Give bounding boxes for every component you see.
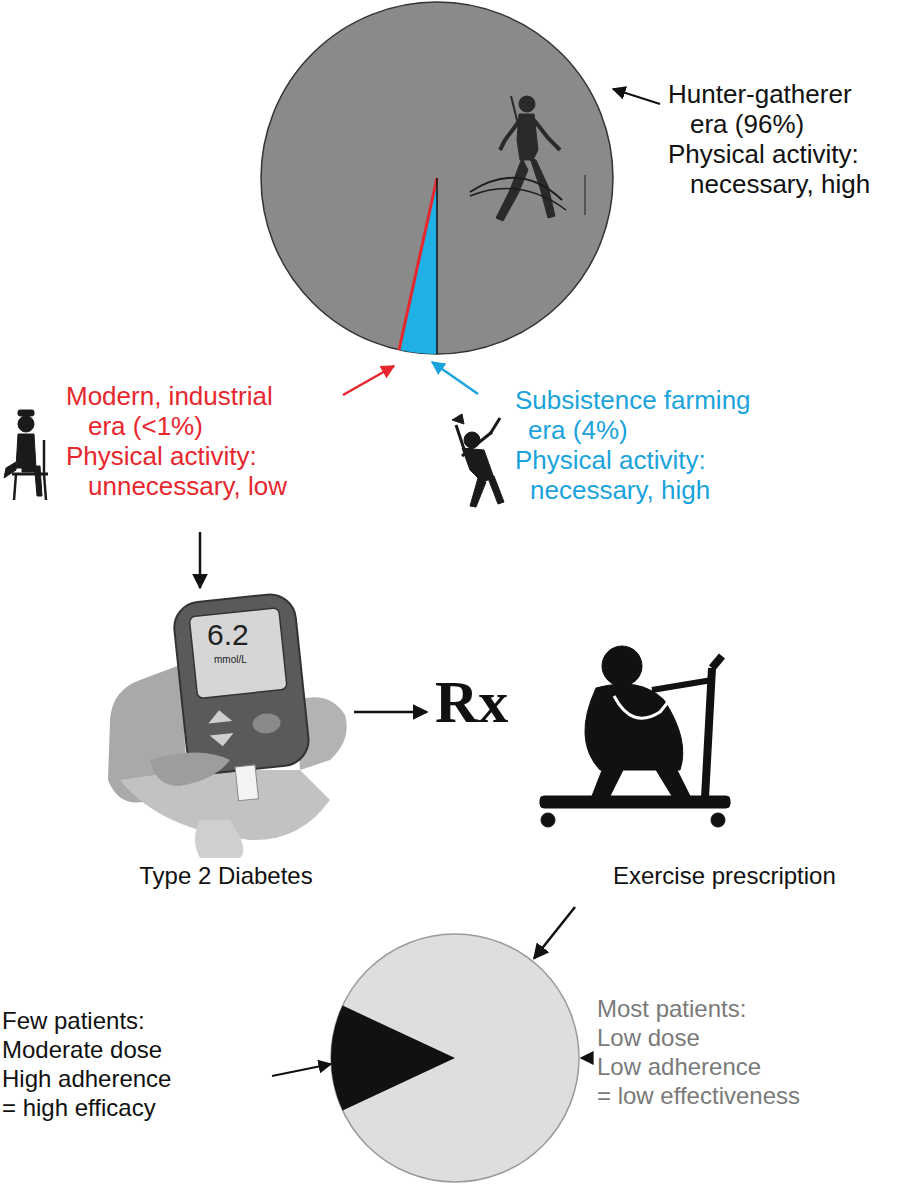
- node-text: Few patients:: [2, 1007, 145, 1035]
- node-text: = high efficacy: [2, 1094, 156, 1122]
- flow-arrow: [534, 907, 575, 959]
- node-text: Low dose: [597, 1024, 700, 1052]
- node-text: Physical activity:: [66, 442, 257, 472]
- era-pie: [261, 2, 613, 354]
- node-text: Type 2 Diabetes: [90, 862, 362, 890]
- hunter-silhouette: [470, 96, 585, 221]
- leader-arrow: [613, 89, 660, 104]
- flow-arrow: [354, 711, 427, 714]
- node-text: = low effectiveness: [597, 1082, 800, 1110]
- leader-arrow: [343, 366, 394, 395]
- node-text: High adherence: [2, 1065, 171, 1093]
- flow-arrow: [199, 532, 202, 588]
- node-text: necessary, high: [530, 476, 710, 506]
- diabetes-node: 6.2mmol/L Type 2 Diabetes: [90, 588, 362, 905]
- node-text: Modern, industrial: [66, 382, 273, 412]
- meter-reading: 6.2: [207, 618, 249, 653]
- leader-arrow: [581, 1057, 592, 1059]
- leader-arrow: [272, 1064, 331, 1076]
- treadmill-illustration: [540, 646, 730, 827]
- era-pie-group: Hunter-gathererera (96%)Physical activit…: [0, 0, 920, 530]
- node-text: Moderate dose: [2, 1036, 162, 1064]
- node-text: era (96%): [690, 110, 804, 140]
- node-text: Subsistence farming: [515, 386, 751, 416]
- node-text: necessary, high: [690, 170, 870, 200]
- node-text: Most patients:: [597, 995, 746, 1023]
- node-text: era (<1%): [88, 412, 203, 442]
- patient-pie-group: Few patients:Moderate doseHigh adherence…: [0, 925, 920, 1195]
- node-text: Physical activity:: [515, 446, 706, 476]
- sitting-man-silhouette: [4, 410, 48, 500]
- patient-pie: [331, 934, 579, 1182]
- node-text: unnecessary, low: [88, 472, 287, 502]
- rx-symbol: Rx: [435, 668, 508, 737]
- exercise-node: RxExercise prescription: [425, 630, 905, 905]
- node-text: Hunter-gatherer: [668, 80, 852, 110]
- node-text: Exercise prescription: [613, 862, 836, 890]
- farmer-silhouette: [452, 414, 504, 507]
- glucometer-illustration: [108, 592, 347, 858]
- leader-arrow: [432, 362, 478, 394]
- node-text: mmol/L: [214, 654, 247, 666]
- node-text: Physical activity:: [668, 140, 859, 170]
- node-text: Low adherence: [597, 1053, 761, 1081]
- node-text: era (4%): [528, 416, 628, 446]
